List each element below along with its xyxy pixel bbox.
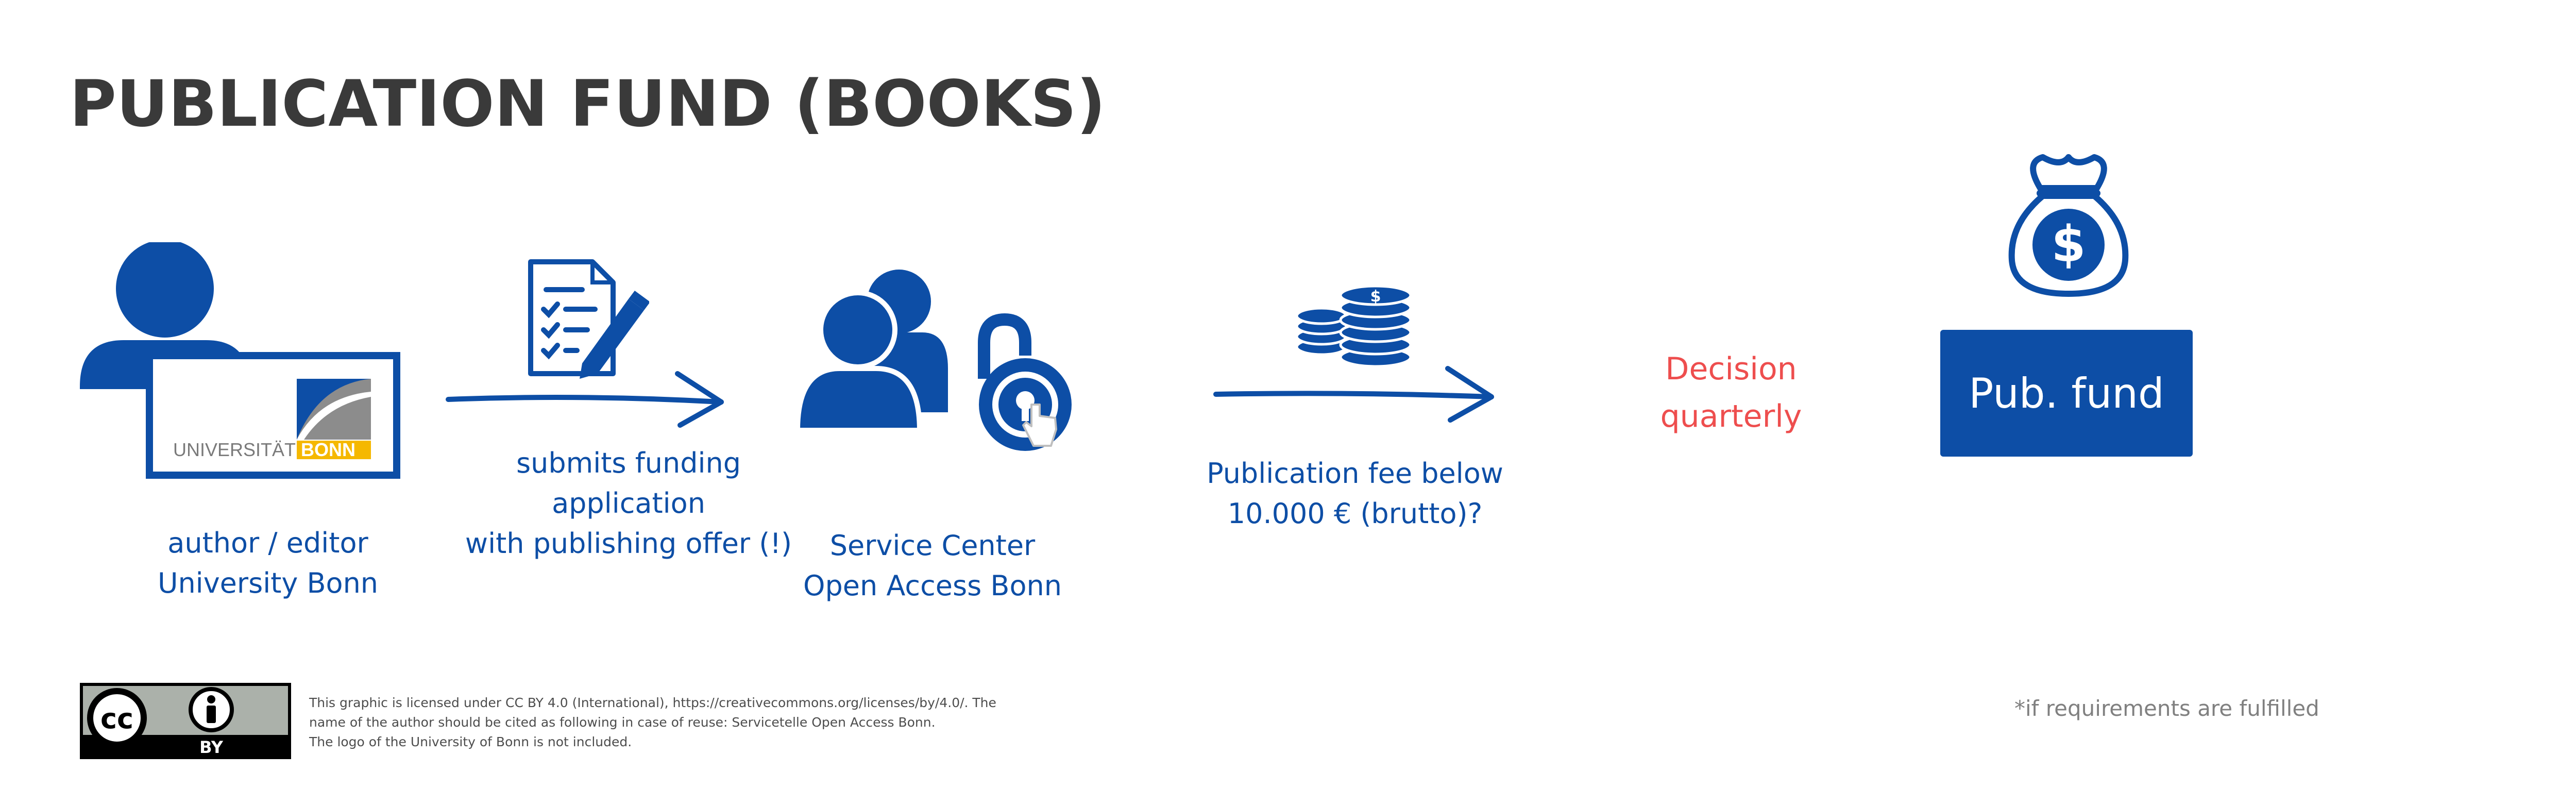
author-label: author / editor University Bonn (113, 523, 422, 603)
arrow-to-decision (1213, 366, 1494, 423)
group-icon (794, 270, 948, 433)
coins-icon: $ (1295, 284, 1412, 368)
attribution-icon (189, 687, 234, 732)
service-center-line1: Service Center (829, 529, 1036, 562)
decision-label-line2: quarterly (1660, 398, 1802, 434)
submit-label-line3: with publishing offer (!) (465, 527, 792, 560)
university-logo (297, 379, 371, 459)
decision-label-line1: Decision (1665, 351, 1797, 387)
logo-text-universitaet: UNIVERSITÄT (173, 439, 296, 460)
submit-label-line1: submits funding (516, 447, 741, 479)
logo-text-bonn: BONN (301, 439, 355, 460)
cc-icon: cc (87, 688, 147, 748)
service-center-graphic (794, 270, 1072, 451)
fee-label-line2: 10.000 € (brutto)? (1227, 497, 1483, 530)
cc-by-label: BY (199, 737, 224, 757)
page-title: PUBLICATION FUND (BOOKS) (70, 67, 1106, 141)
fee-label: Publication fee below 10.000 € (brutto)? (1149, 454, 1561, 534)
pub-fund-label: Pub. fund (1969, 369, 2164, 417)
license-text: This graphic is licensed under CC BY 4.0… (309, 693, 1061, 752)
author-label-line2: University Bonn (157, 567, 379, 599)
service-center-label: Service Center Open Access Bonn (752, 526, 1113, 606)
svg-text:cc: cc (100, 702, 133, 735)
fee-label-line1: Publication fee below (1207, 457, 1503, 490)
author-label-line1: author / editor (167, 527, 368, 559)
svg-text:$: $ (1370, 288, 1381, 306)
decision-label: Decision quarterly (1577, 345, 1886, 440)
hand-cursor-icon (1022, 404, 1057, 447)
svg-text:$: $ (2052, 215, 2086, 273)
submit-label: submits funding application with publish… (402, 443, 855, 564)
license-line3: The logo of the University of Bonn is no… (309, 734, 632, 749)
footnote: *if requirements are fulfilled (2014, 696, 2319, 721)
license-line2: name of the author should be cited as fo… (309, 715, 936, 730)
license-line1: This graphic is licensed under CC BY 4.0… (309, 695, 996, 710)
submit-label-line2: application (552, 487, 705, 519)
document-pen-icon (528, 259, 649, 379)
pub-fund-box: Pub. fund (1940, 330, 2193, 457)
service-center-line2: Open Access Bonn (803, 569, 1062, 602)
author-graphic: UNIVERSITÄT BONN (80, 242, 400, 479)
money-bag-icon: $ (2008, 154, 2129, 297)
arrow-to-service-center (446, 371, 724, 428)
pen-icon (580, 291, 649, 379)
cc-by-badge: cc BY (80, 683, 291, 759)
